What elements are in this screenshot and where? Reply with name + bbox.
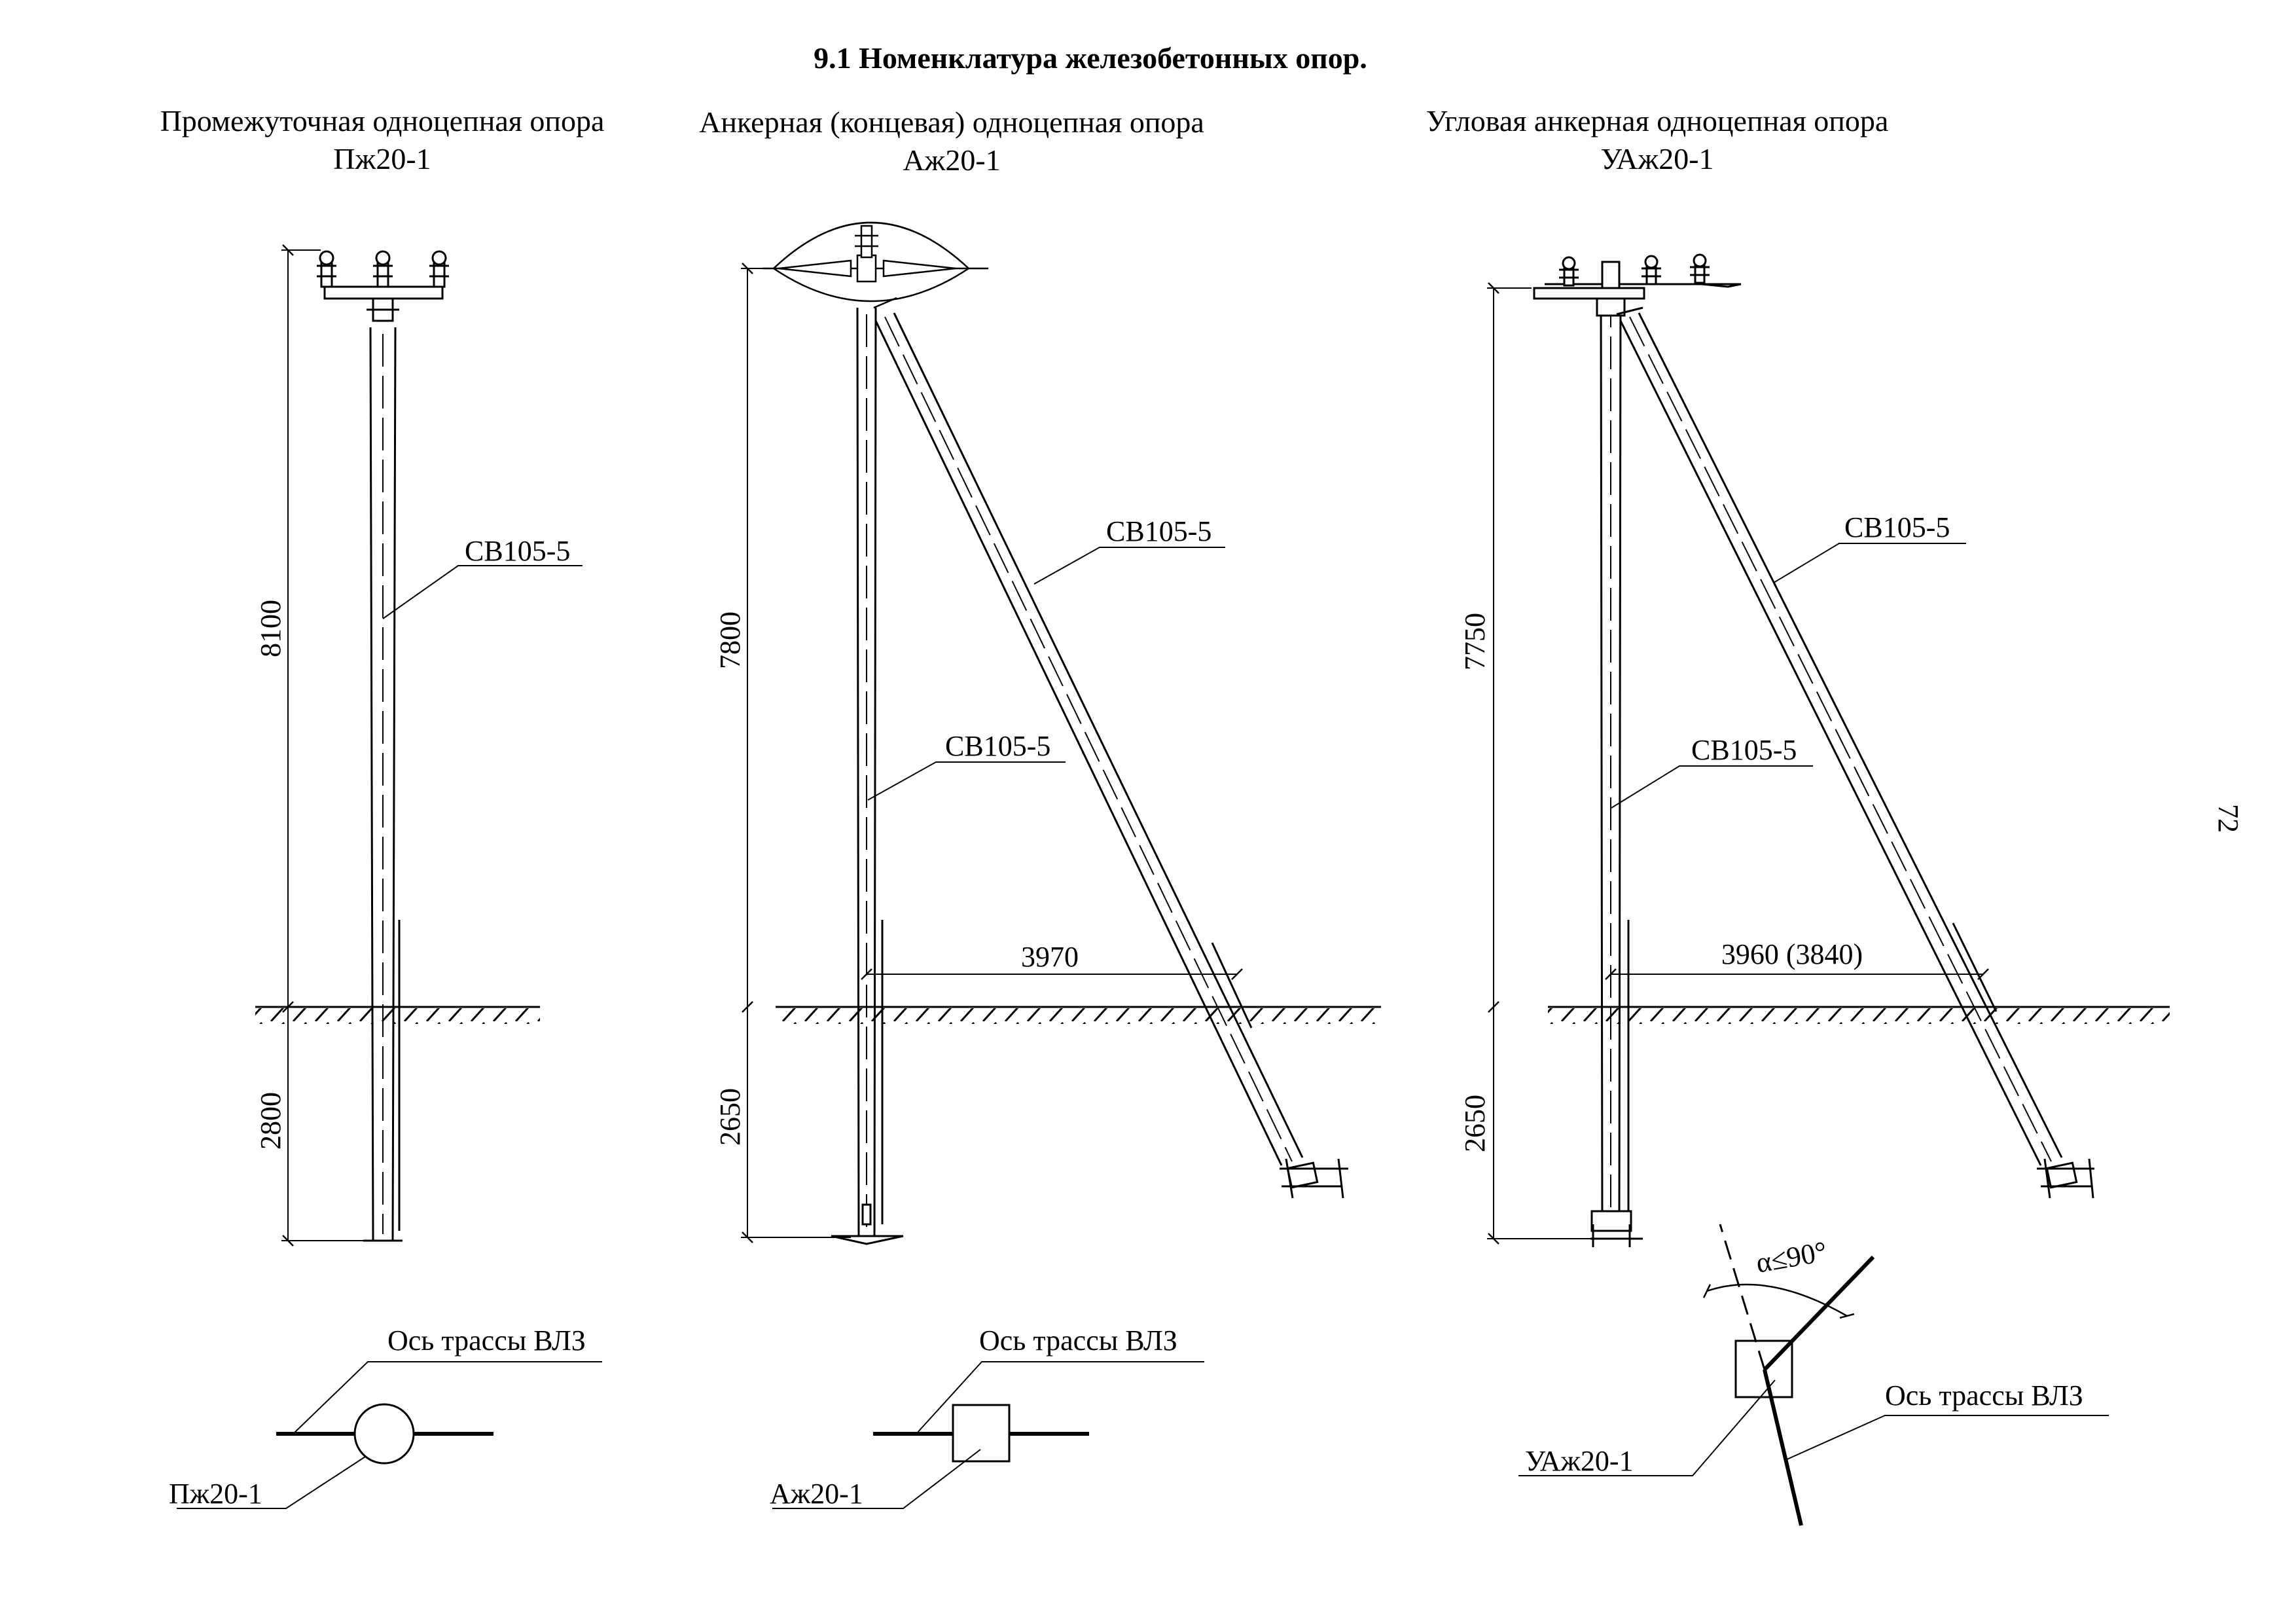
- page-number: 72: [2212, 804, 2244, 833]
- leader-line: [1785, 1415, 2109, 1461]
- dimension-line: [741, 263, 1243, 1243]
- support-2-code: Аж20-1: [903, 143, 1000, 177]
- plan-symbol-label: Аж20-1: [770, 1478, 863, 1510]
- insulator: [1559, 256, 1579, 287]
- leader-line: [1518, 1379, 1776, 1476]
- dimension-strut-distance: 3970: [1021, 941, 1079, 973]
- leader-line: [1611, 765, 1813, 809]
- dimension-height-above: 7750: [1459, 613, 1491, 670]
- route-axis-label: Ось трассы ВЛЗ: [1885, 1379, 2083, 1412]
- insulator: [317, 250, 336, 288]
- strut-label: СВ105-5: [1106, 515, 1211, 547]
- ground-line: [255, 1006, 540, 1024]
- dimension-height-above: 8100: [255, 600, 287, 657]
- support-2-elevation: [741, 221, 1381, 1509]
- support-2-caption: Анкерная (концевая) одноцепная опора: [699, 105, 1204, 139]
- dimension-line: [281, 244, 367, 1247]
- leader-line: [382, 565, 583, 619]
- dimension-depth-below: 2650: [1459, 1095, 1491, 1152]
- support-1-elevation: [177, 244, 602, 1509]
- leader-line: [867, 761, 1066, 801]
- insulator: [1641, 255, 1661, 285]
- support-1-code: Пж20-1: [333, 142, 431, 175]
- dimension-height-above: 7800: [714, 611, 746, 669]
- angle-arc: [1702, 1283, 1855, 1319]
- leader-line: [916, 1361, 1204, 1434]
- post-label: СВ105-5: [1691, 734, 1797, 766]
- leader-line: [772, 1449, 981, 1509]
- angle-label: α≤90°: [1753, 1235, 1829, 1279]
- leader-line: [1033, 547, 1225, 585]
- route-axis-line: [1763, 1369, 1803, 1526]
- support-3-elevation: [1487, 253, 2170, 1526]
- square-post-symbol: [952, 1404, 1011, 1463]
- post-label: СВ105-5: [465, 535, 570, 567]
- leader-line: [293, 1361, 602, 1434]
- insulator: [373, 250, 393, 288]
- anchor-fitting: [762, 221, 988, 309]
- dimension-strut-distance: 3960 (3840): [1721, 938, 1863, 970]
- concrete-strut: [1619, 312, 2094, 1199]
- support-1-caption: Промежуточная одноцепная опора: [160, 104, 605, 137]
- strut-label: СВ105-5: [1844, 511, 1950, 543]
- concrete-post: [831, 307, 904, 1245]
- page-title: 9.1 Номенклатура железобетонных опор.: [814, 41, 1367, 75]
- crossarm: [1533, 261, 1741, 317]
- crossarm: [323, 285, 444, 322]
- post-label: СВ105-5: [945, 730, 1050, 762]
- plan-symbol-label: Пж20-1: [169, 1478, 262, 1510]
- concrete-strut: [874, 312, 1348, 1199]
- plan-symbol-label: УАж20-1: [1525, 1445, 1634, 1477]
- route-axis-label: Ось трассы ВЛЗ: [387, 1324, 586, 1357]
- concrete-post: [1590, 287, 1643, 1247]
- dimension-line: [1487, 282, 1989, 1245]
- dimension-depth-below: 2650: [714, 1088, 746, 1146]
- ground-line: [1548, 1006, 2170, 1024]
- insulator: [429, 250, 449, 288]
- concrete-post: [369, 327, 401, 1241]
- ground-line: [776, 1006, 1381, 1024]
- round-post-symbol: [353, 1403, 415, 1465]
- insulator: [1690, 253, 1742, 288]
- route-axis-label: Ось трассы ВЛЗ: [979, 1324, 1177, 1357]
- support-3-caption: Угловая анкерная одноцепная опора: [1426, 104, 1889, 137]
- leader-line: [1773, 543, 1966, 583]
- leader-line: [177, 1456, 366, 1509]
- support-3-code: УАж20-1: [1600, 142, 1713, 175]
- dimension-depth-below: 2800: [255, 1092, 287, 1150]
